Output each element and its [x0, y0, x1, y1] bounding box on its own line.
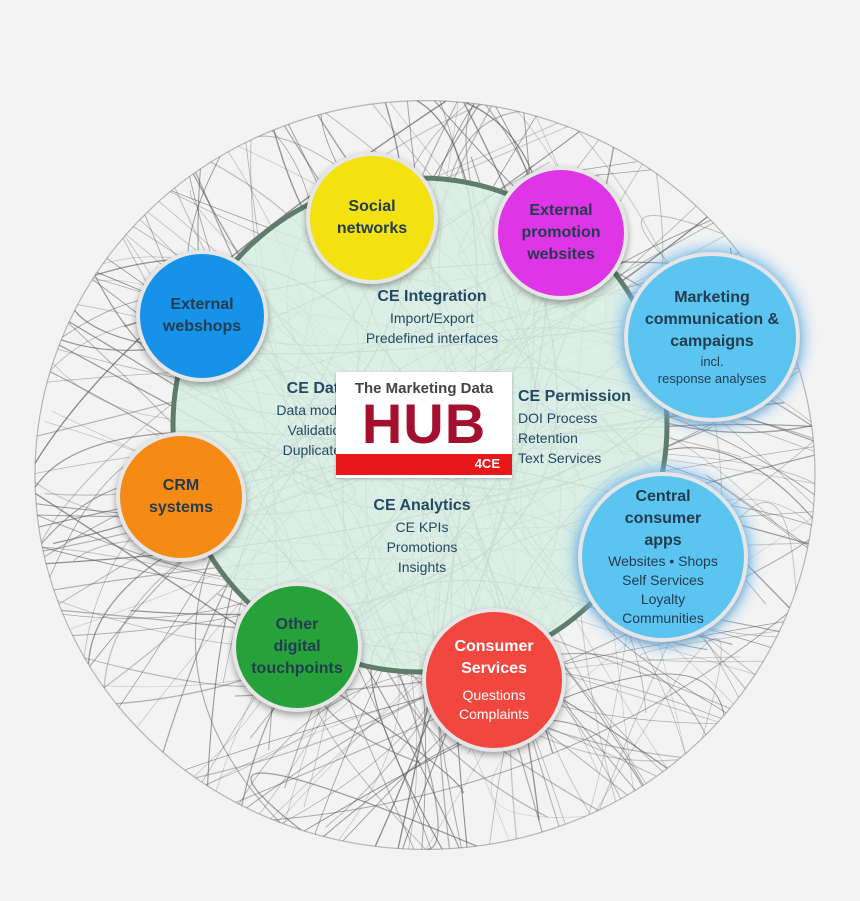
hub-logo-bar: 4CE [336, 454, 512, 475]
node-title: websites [527, 246, 595, 263]
node-consumer-services: Consumer Services Questions Complaints [422, 608, 566, 752]
ce-integration-line: Predefined interfaces [365, 330, 499, 346]
network-line [303, 673, 725, 832]
ce-data-block: CE Data Data model Validation Duplicates [212, 378, 348, 460]
network-line [35, 493, 464, 794]
ce-integration-title: CE Integration [377, 288, 487, 305]
ce-data-title: CE Data [286, 380, 348, 397]
ce-permission-block: CE Permission DOI Process Retention Text… [518, 386, 658, 468]
node-other-digital-touchpoints: Other digital touchpoints [232, 582, 362, 712]
node-title: consumer [624, 510, 702, 527]
hub-logo: The Marketing Data HUB 4CE [336, 372, 512, 478]
node-title: digital [273, 638, 321, 655]
node-crm-systems: CRM systems [116, 432, 246, 562]
ce-analytics-line: Insights [397, 559, 447, 575]
node-title: promotion [521, 224, 601, 241]
node-marketing-communication: Marketing communication & campaigns incl… [624, 252, 800, 422]
hub-logo-tag: 4CE [474, 456, 500, 471]
node-title: communication & [644, 311, 780, 328]
node-subtitle: incl. [700, 354, 724, 369]
network-line [250, 772, 478, 847]
node-subtitle: Loyalty [640, 591, 686, 607]
node-subtitle: Communities [622, 610, 704, 626]
ce-analytics-line: Promotions [386, 539, 458, 555]
node-title: webshops [162, 318, 242, 335]
network-line [705, 474, 809, 549]
ce-integration-block: CE Integration Import/Export Predefined … [322, 286, 542, 348]
ce-analytics-line: CE KPIs [395, 519, 449, 535]
ce-analytics-title: CE Analytics [373, 497, 471, 514]
node-title: External [529, 202, 593, 219]
ce-data-line: Data model [276, 402, 348, 418]
ce-integration-line: Import/Export [389, 310, 475, 326]
network-line [273, 613, 788, 821]
node-title: CRM [162, 477, 200, 494]
ce-permission-line: Retention [518, 430, 578, 446]
node-title: Central [635, 488, 691, 505]
network-line [639, 630, 780, 663]
node-title: External [170, 296, 234, 313]
ce-data-line: Validation [287, 422, 348, 438]
node-title: touchpoints [251, 660, 343, 677]
node-title: Consumer [454, 638, 534, 655]
node-external-promotion-websites: External promotion websites [494, 166, 628, 300]
ce-analytics-block: CE Analytics CE KPIs Promotions Insights [332, 495, 512, 577]
node-title: campaigns [670, 333, 754, 350]
node-title: apps [644, 532, 682, 549]
node-title: Marketing [674, 289, 750, 306]
node-social-networks: Social networks [306, 152, 438, 284]
node-title: networks [336, 220, 408, 237]
ce-permission-line: DOI Process [518, 410, 598, 426]
node-subtitle: Websites • Shops [608, 553, 718, 569]
node-subtitle: Questions [462, 687, 526, 703]
node-title: Other [275, 616, 319, 633]
node-title: Services [461, 660, 527, 677]
node-subtitle: Complaints [458, 706, 530, 722]
node-external-webshops: External webshops [136, 250, 268, 382]
ce-permission-line: Text Services [518, 450, 602, 466]
hub-logo-subtitle: The Marketing Data [354, 380, 494, 397]
hub-logo-word: HUB [361, 392, 487, 455]
network-line [595, 637, 722, 812]
node-title: systems [148, 499, 214, 516]
node-title: Social [348, 198, 396, 215]
node-subtitle: Self Services [622, 572, 704, 588]
ce-data-line: Duplicates [282, 442, 348, 458]
node-subtitle: response analyses [657, 371, 767, 386]
sphere-outline [34, 100, 816, 850]
node-central-consumer-apps: Central consumer apps Websites • Shops S… [578, 472, 748, 642]
ce-permission-title: CE Permission [518, 388, 631, 405]
